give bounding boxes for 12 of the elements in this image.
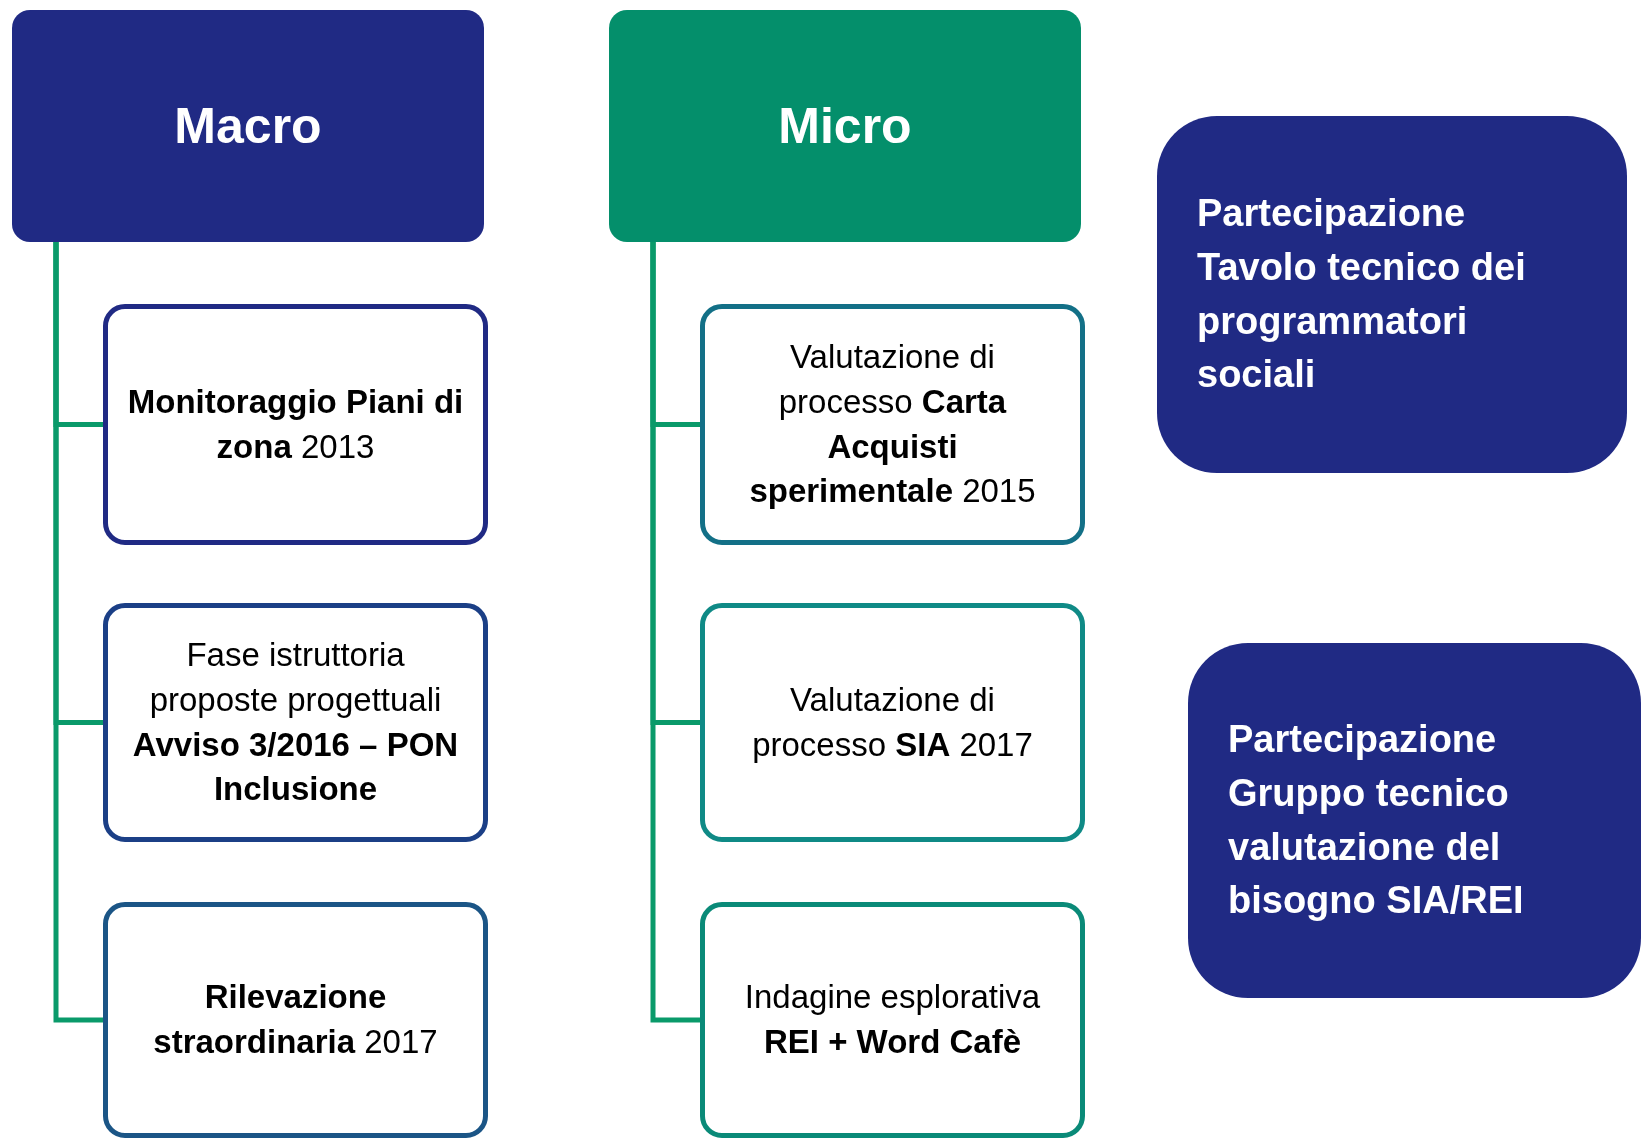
activity-box: Indagine esplorativa REI + Word Cafè (700, 902, 1085, 1138)
info-card: Partecipazione Gruppo tecnico valutazione del bisogno SIA/REI (1188, 643, 1641, 998)
activity-box: Rilevazione straordinaria 2017 (103, 902, 488, 1138)
category-box: Micro (609, 10, 1081, 242)
activity-box: Monitoraggio Piani di zona 2013 (103, 304, 488, 545)
activity-box: Fase istruttoria proposte progettuali Avviso 3/2016 – PON Inclusione (103, 603, 488, 842)
activity-box: Valutazione di processo Carta Acquisti sperimentale 2015 (700, 304, 1085, 545)
activity-box: Valutazione di processo SIA 2017 (700, 603, 1085, 842)
category-box: Macro (12, 10, 484, 242)
info-card: Partecipazione Tavolo tecnico dei programmatori sociali (1157, 116, 1627, 473)
connector-line (650, 242, 700, 1023)
connector-line (53, 242, 103, 1023)
